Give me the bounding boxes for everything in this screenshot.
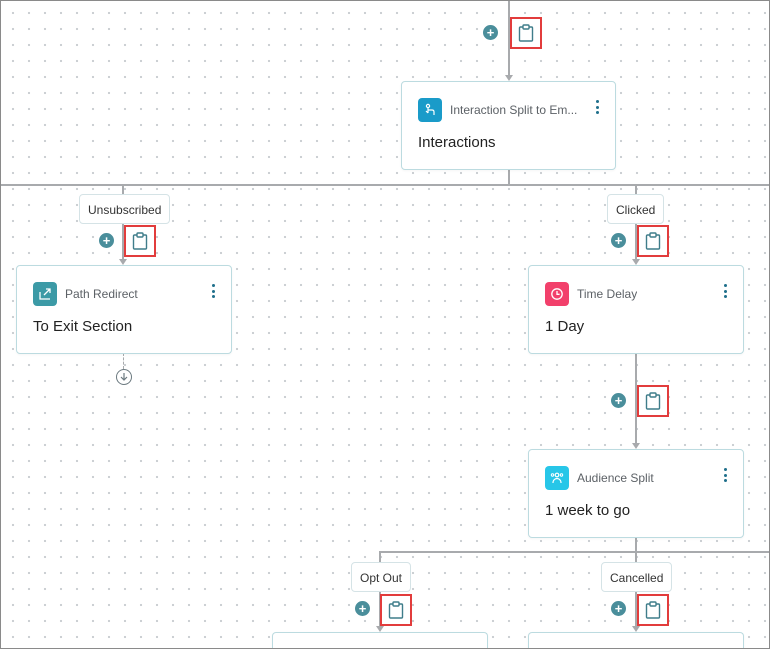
dashed-end-connector	[123, 353, 124, 369]
add-step-button[interactable]: +	[99, 233, 114, 248]
paste-step-button[interactable]	[637, 385, 669, 417]
branch-label-clicked: Clicked	[607, 194, 665, 224]
add-step-button[interactable]: +	[611, 233, 626, 248]
card-title: Interactions	[418, 134, 496, 151]
branch-bar-2	[379, 551, 770, 553]
time-delay-card[interactable]: Time Delay 1 Day	[528, 265, 744, 354]
paste-step-button[interactable]	[637, 594, 669, 626]
connector-top	[508, 0, 510, 76]
audience-menu-button[interactable]	[723, 468, 727, 482]
audience-split-card[interactable]: Audience Split 1 week to go	[528, 449, 744, 538]
arrow-audience	[632, 443, 640, 449]
interaction-menu-button[interactable]	[595, 100, 599, 114]
card-type-label: Time Delay	[577, 287, 638, 301]
branch-label-cancelled: Cancelled	[601, 562, 673, 592]
cancelled-next-card[interactable]	[528, 632, 744, 649]
card-type-label: Interaction Split to Em...	[450, 103, 578, 117]
card-title: 1 Day	[545, 318, 585, 335]
card-type-label: Path Redirect	[65, 287, 138, 301]
add-step-button[interactable]: +	[611, 601, 626, 616]
card-title: 1 week to go	[545, 502, 631, 519]
branch-bar-1	[0, 184, 770, 186]
paste-step-button[interactable]	[124, 225, 156, 257]
opt-out-next-card[interactable]	[272, 632, 488, 649]
connector-delay-down	[635, 353, 637, 444]
arrow-cancelled	[632, 626, 640, 632]
add-step-button[interactable]: +	[355, 601, 370, 616]
clipboard-icon	[388, 601, 404, 619]
paste-step-button[interactable]	[510, 17, 542, 49]
paste-step-button[interactable]	[637, 225, 669, 257]
clipboard-icon	[645, 601, 661, 619]
add-step-button[interactable]: +	[611, 393, 626, 408]
audience-split-icon	[545, 466, 569, 490]
delay-menu-button[interactable]	[723, 284, 727, 298]
clock-icon	[545, 282, 569, 306]
arrow-unsubscribed	[119, 259, 127, 265]
card-title: To Exit Section	[33, 318, 133, 335]
redirect-menu-button[interactable]	[211, 284, 215, 298]
interaction-split-card[interactable]: Interaction Split to Em... Interactions	[401, 81, 616, 170]
clipboard-icon	[132, 232, 148, 250]
branch-label-unsubscribed: Unsubscribed	[79, 194, 171, 224]
arrow-down-circle-icon	[116, 369, 132, 385]
clipboard-icon	[645, 392, 661, 410]
branch-label-opt-out: Opt Out	[351, 562, 412, 592]
path-redirect-card[interactable]: Path Redirect To Exit Section	[16, 265, 232, 354]
arrow-clicked	[632, 259, 640, 265]
path-redirect-icon	[33, 282, 57, 306]
arrow-top	[505, 75, 513, 81]
connector-interaction-down	[508, 169, 510, 185]
card-type-label: Audience Split	[577, 471, 654, 485]
add-step-button[interactable]: +	[483, 25, 498, 40]
arrow-opt-out	[376, 626, 384, 632]
clipboard-icon	[518, 24, 534, 42]
clipboard-icon	[645, 232, 661, 250]
interaction-split-icon	[418, 98, 442, 122]
paste-step-button[interactable]	[380, 594, 412, 626]
connector-audience-down	[635, 537, 637, 552]
